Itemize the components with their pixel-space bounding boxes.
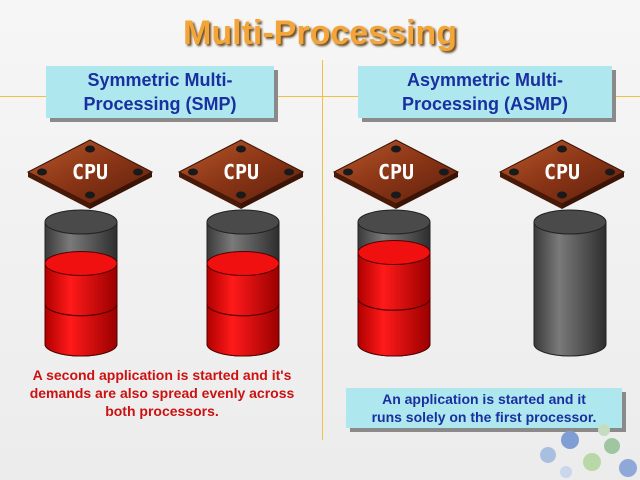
asmp-heading-line1: Asymmetric Multi- (406, 70, 564, 90)
cpu-chip-edge-left (500, 172, 562, 209)
cpu-chip-edge-right (241, 172, 303, 209)
bubble-5 (619, 459, 637, 477)
cpu-chip-group: CPU CPU CPU CPU (26, 139, 626, 209)
cpu-chip-pad (557, 145, 567, 153)
cpu-chip-pad (85, 145, 95, 153)
cpu-chip-pad (37, 168, 47, 176)
cpu-chip-pad (557, 191, 567, 199)
cpu-chip-1: CPU (26, 139, 154, 209)
bubble-7 (598, 424, 610, 436)
asmp-heading: Asymmetric Multi- Processing (ASMP) (358, 66, 612, 118)
processor-cylinder-3 (357, 209, 431, 357)
cpu-chip-edge-left (28, 172, 90, 209)
cpu-chip-pad (391, 145, 401, 153)
cpu-chip-pad (439, 168, 449, 176)
cylinder-body (533, 221, 607, 357)
cpu-chip-2: CPU (177, 139, 305, 209)
smp-heading-line1: Symmetric Multi- (87, 70, 233, 90)
processor-cylinder-1 (44, 209, 118, 357)
cpu-chip-pad (284, 168, 294, 176)
bubble-3 (583, 453, 601, 471)
cylinder-top (206, 209, 280, 235)
load-fill-top (357, 240, 431, 265)
smp-caption-line1: A second application is started and it's (32, 367, 292, 383)
cpu-label: CPU (378, 160, 414, 184)
load-fill-top (206, 250, 280, 276)
cpu-label: CPU (544, 160, 580, 184)
asmp-caption-line1: An application is started and it (382, 391, 586, 407)
asmp-caption-line2: runs solely on the first processor. (371, 409, 597, 425)
cpu-label: CPU (223, 160, 259, 184)
cpu-chip-pad (133, 168, 143, 176)
bubble-4 (604, 438, 620, 454)
divider-left (0, 96, 48, 97)
load-fill (206, 262, 280, 357)
cylinder-group (44, 209, 607, 357)
cpu-chip-pad (509, 168, 519, 176)
cpu-label: CPU (72, 160, 108, 184)
cpu-chip-pad (236, 145, 246, 153)
load-band-line (357, 298, 431, 311)
divider-right (612, 96, 640, 97)
load-fill-top (44, 250, 118, 276)
cpu-chip-pad (391, 191, 401, 199)
cpu-chip-edge-right (90, 172, 152, 209)
load-band-line (206, 303, 280, 317)
cpu-chip-pad (343, 168, 353, 176)
cylinder-top (357, 209, 431, 235)
processor-cylinder-2 (206, 209, 280, 357)
cpu-chip-pad (605, 168, 615, 176)
bubble-6 (560, 466, 572, 478)
load-band-line (44, 303, 118, 317)
smp-heading-line2: Processing (SMP) (83, 94, 237, 114)
cpu-chip-pad (85, 191, 95, 199)
cpu-chip-edge-right (562, 172, 624, 209)
cylinder-top (533, 209, 607, 235)
load-fill (357, 252, 431, 357)
smp-caption-line2: demands are also spread evenly across (29, 385, 295, 401)
slide-title: Multi-Processing (183, 14, 457, 52)
cpu-chip-edge-left (334, 172, 396, 209)
cpu-chip-4: CPU (498, 139, 626, 209)
processor-cylinder-4 (533, 209, 607, 357)
smp-caption: A second application is started and it's… (6, 366, 318, 420)
cpu-chip-pad (236, 191, 246, 199)
divider-vertical (322, 60, 323, 440)
cpu-chip-edge-left (179, 172, 241, 209)
asmp-heading-line2: Processing (ASMP) (401, 94, 569, 114)
bubble-1 (540, 447, 556, 463)
asmp-caption: An application is started and it runs so… (346, 388, 622, 428)
smp-heading: Symmetric Multi- Processing (SMP) (46, 66, 274, 118)
smp-caption-line3: both processors. (105, 403, 219, 419)
divider-middle (276, 96, 358, 97)
cpu-chip-3: CPU (332, 139, 460, 209)
cylinder-top (44, 209, 118, 235)
cpu-chip-pad (188, 168, 198, 176)
cpu-chip-edge-right (396, 172, 458, 209)
load-fill (44, 262, 118, 357)
bubble-2 (561, 431, 579, 449)
